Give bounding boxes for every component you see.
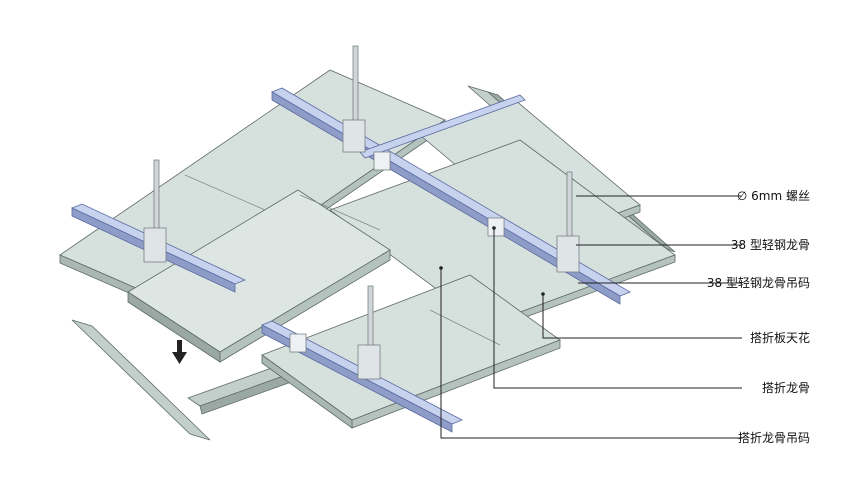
hanger-rod	[556, 171, 580, 273]
callout-carrier-hanger: 搭折龙骨吊码	[738, 430, 810, 445]
callout-screw: ∅ 6mm 螺丝	[737, 189, 810, 203]
runner-hanger-clip	[556, 235, 580, 273]
hanger-rod	[143, 159, 167, 263]
hanger-rod	[342, 45, 366, 153]
carrier-hanger-clip	[373, 151, 391, 171]
callout-labels: ∅ 6mm 螺丝 38 型轻钢龙骨 38 型轻钢龙骨吊码 搭折板天花 搭折龙骨 …	[707, 189, 810, 445]
carrier-hanger-clip	[487, 217, 505, 237]
callout-carrier: 搭折龙骨	[762, 380, 810, 395]
runner-hanger-clip	[143, 227, 167, 263]
leader-carrier	[493, 228, 742, 389]
hanger-rods	[143, 45, 580, 380]
callout-main-runner-hanger: 38 型轻钢龙骨吊码	[707, 276, 810, 290]
runner-hanger-clip	[342, 119, 366, 153]
carrier-hanger-clip	[289, 333, 307, 353]
down-arrow-icon	[172, 340, 187, 364]
hanger-rod	[357, 285, 381, 380]
callout-main-runner: 38 型轻钢龙骨	[731, 238, 810, 252]
runner-hanger-clip	[357, 344, 381, 380]
leader-panel	[542, 294, 742, 339]
carrier-hanger-clips	[289, 151, 505, 353]
leader-lines	[439, 195, 742, 439]
leader-carrier-hanger	[440, 268, 742, 439]
carrier-rail-front	[71, 319, 211, 441]
callout-panel: 搭折板天花	[750, 330, 810, 345]
